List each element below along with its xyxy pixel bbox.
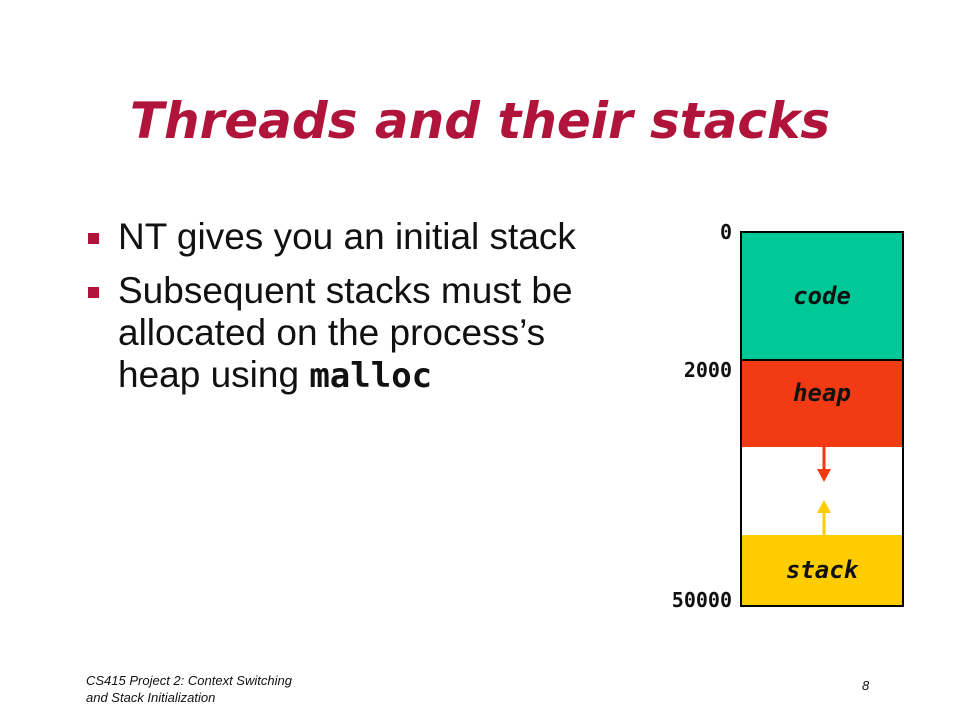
heap-segment: heap: [740, 359, 904, 447]
growth-arrows: [817, 447, 831, 535]
code-segment: code: [740, 231, 904, 359]
square-bullet-icon: [88, 287, 99, 298]
bullet-item: NT gives you an initial stack: [86, 216, 606, 258]
code-segment-label: code: [793, 282, 851, 310]
stack-segment: stack: [740, 535, 904, 607]
stack-segment-label: stack: [785, 556, 859, 584]
heap-growth-down-arrow-icon: [817, 447, 831, 482]
address-label-2000: 2000: [683, 358, 732, 382]
heap-segment-label: heap: [793, 379, 851, 407]
free-space-segment: [740, 447, 904, 535]
address-label-50000: 50000: [671, 588, 732, 612]
footer-course-info: CS415 Project 2: Context Switching and S…: [86, 672, 406, 706]
bullet-list: NT gives you an initial stack Subsequent…: [86, 216, 606, 409]
stack-growth-up-arrow-icon: [817, 500, 831, 535]
footer-line-2: and Stack Initialization: [86, 690, 216, 705]
page-number: 8: [862, 678, 870, 693]
address-label-0: 0: [719, 220, 732, 244]
footer-line-1: CS415 Project 2: Context Switching: [86, 673, 292, 688]
memory-layout-diagram: code heap stack: [740, 231, 904, 607]
code-malloc: malloc: [309, 356, 433, 396]
bullet-item: Subsequent stacks must be allocated on t…: [86, 270, 606, 397]
bullet-text: NT gives you an initial stack: [118, 216, 576, 257]
slide-title: Threads and their stacks: [129, 92, 831, 150]
square-bullet-icon: [88, 233, 99, 244]
bullet-text: Subsequent stacks must be allocated on t…: [118, 270, 573, 395]
